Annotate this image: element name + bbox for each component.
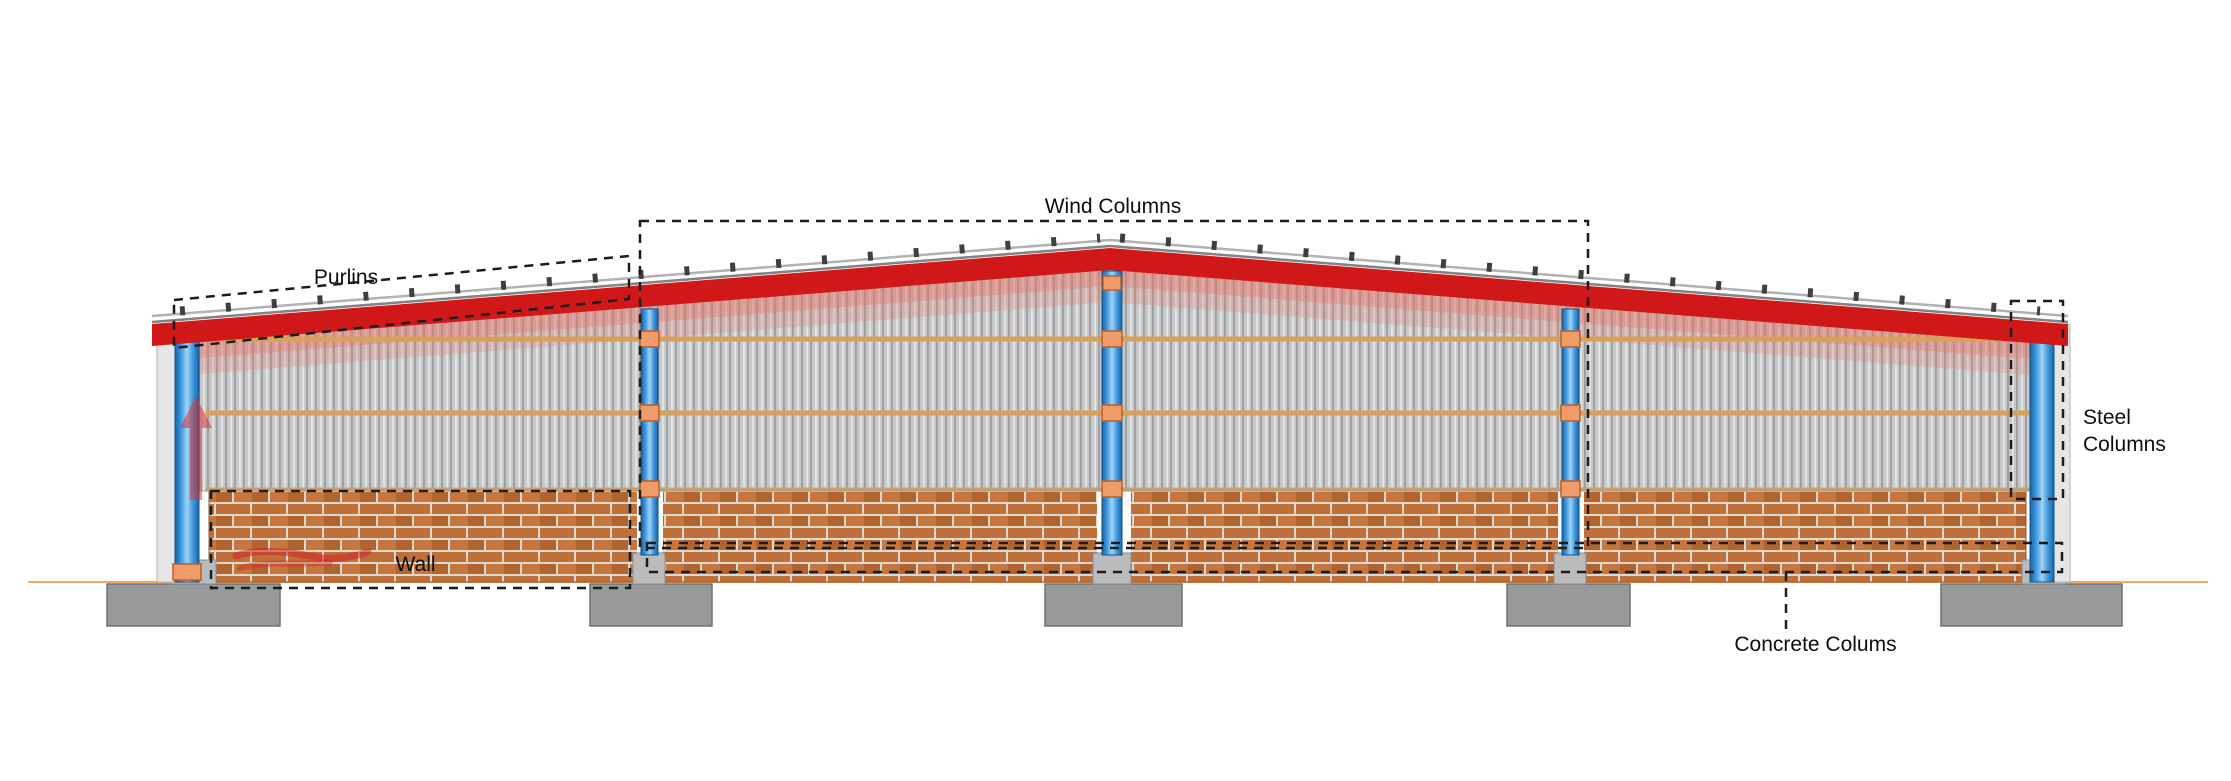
red-markup-group xyxy=(180,396,372,571)
connection-plate xyxy=(1101,480,1123,498)
foundation-pad-2 xyxy=(589,583,713,627)
steel-column-right xyxy=(2029,323,2055,583)
connection-plate xyxy=(639,404,660,422)
annotation-boxes-group xyxy=(172,219,2065,630)
foundation-pad-4 xyxy=(1506,583,1631,627)
base-plate-left xyxy=(172,563,202,581)
foundation-pad-right xyxy=(1940,583,2123,627)
concrete-columns-label: Concrete Colums xyxy=(1734,633,1897,656)
left-corner-trim xyxy=(156,331,176,583)
connection-plate xyxy=(1560,480,1581,498)
roof-top-chord xyxy=(151,238,2069,318)
connection-plate xyxy=(1560,330,1581,348)
purlin-ticks-right-slope xyxy=(1119,233,2041,316)
connection-plate xyxy=(1102,275,1122,291)
steel-columns-label: Steel Columns xyxy=(2083,406,2166,457)
concrete-pedestal-center xyxy=(1092,552,1132,585)
roof-shadow-band-2 xyxy=(163,286,2055,377)
foundation-pad-left xyxy=(106,583,281,627)
wind-columns-label: Wind Columns xyxy=(1044,195,1182,218)
roof-red-fascia xyxy=(152,248,2068,346)
connection-plate xyxy=(1560,404,1581,422)
red-scribble-markup xyxy=(237,559,333,571)
connection-plate xyxy=(639,330,660,348)
wind-columns-box xyxy=(638,219,1590,550)
purlins-box xyxy=(172,254,631,350)
red-up-arrow-markup xyxy=(180,396,212,500)
foundations-group xyxy=(106,583,2123,627)
concrete-pedestal-2 xyxy=(632,552,666,585)
roofline xyxy=(151,244,2069,324)
columns-group xyxy=(156,270,2071,583)
purlins-label: Purlins xyxy=(313,266,379,289)
connection-plate xyxy=(639,480,660,498)
wall-box xyxy=(209,489,632,590)
wall-label: Wall xyxy=(395,553,436,576)
concrete-columns-box xyxy=(645,541,2064,574)
foundation-pad-center xyxy=(1044,583,1183,627)
red-scribble-markup xyxy=(232,547,372,562)
steel-columns-box xyxy=(2009,299,2065,501)
connection-plate xyxy=(1101,404,1123,422)
concrete-pedestal-4 xyxy=(1553,552,1587,585)
connection-plate xyxy=(1101,330,1123,348)
